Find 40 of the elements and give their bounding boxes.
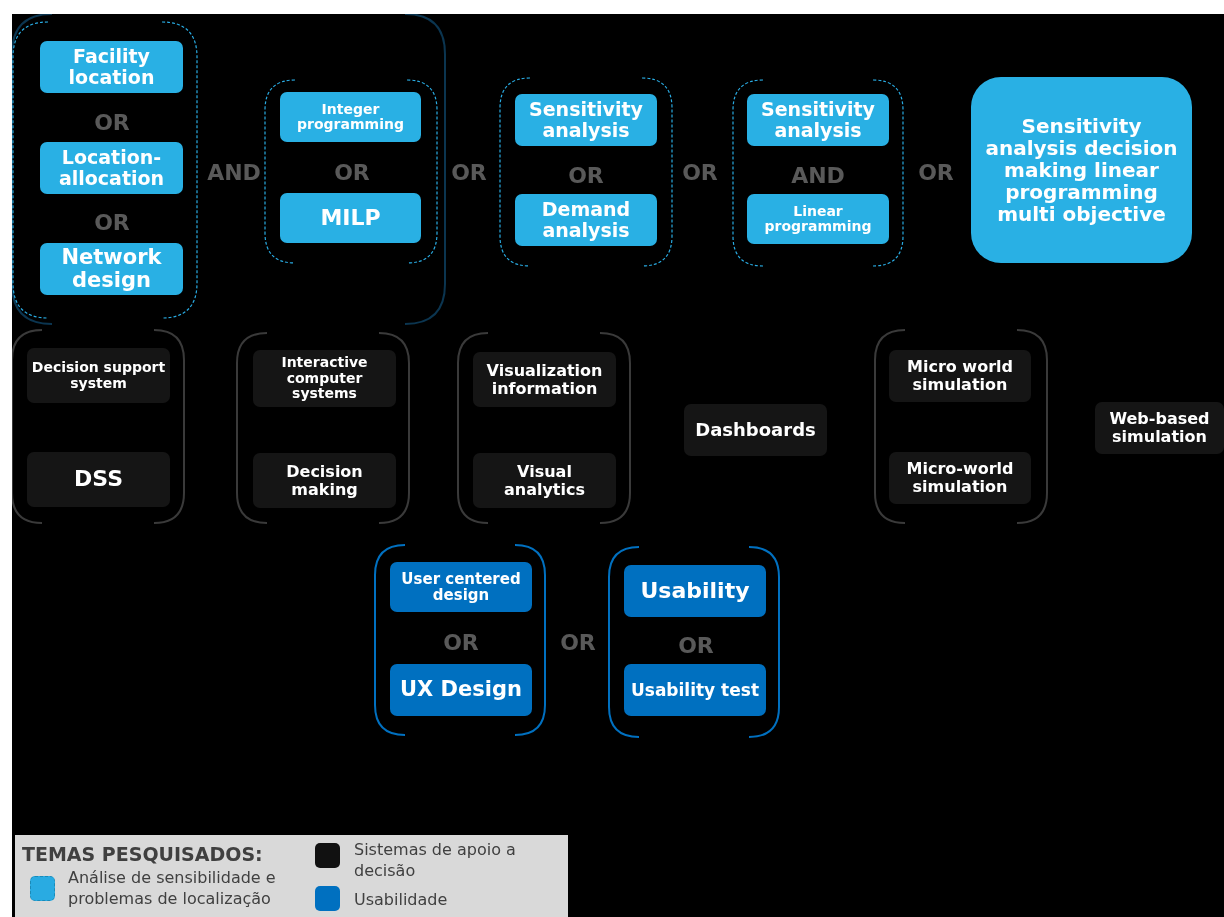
legend-text: Análise de sensibilidade e problemas de localização: [68, 868, 277, 910]
term-box: Decision support system: [27, 348, 170, 403]
legend-title: TEMAS PESQUISADOS:: [22, 842, 263, 867]
term-box: Integer programming: [280, 92, 421, 142]
operator-label: OR: [568, 162, 604, 188]
term-box: Micro-world simulation: [889, 452, 1031, 504]
operator-label: AND: [207, 159, 261, 185]
term-box: Usability: [624, 565, 766, 617]
term-box: Sensitivity analysis: [747, 94, 889, 146]
operator-label: OR: [918, 159, 954, 185]
term-box: Web-based simulation: [1095, 402, 1224, 454]
term-box: User centered design: [390, 562, 532, 612]
term-box: Visual analytics: [473, 453, 616, 508]
operator-label: OR: [678, 632, 714, 658]
operator-label: OR: [682, 159, 718, 185]
term-box: Micro world simulation: [889, 350, 1031, 402]
term-box: Network design: [40, 243, 183, 295]
term-box: DSS: [27, 452, 170, 507]
operator-label: OR: [94, 109, 130, 135]
term-box: Sensitivity analysis: [515, 94, 657, 146]
term-box: Dashboards: [684, 404, 827, 456]
term-box: UX Design: [390, 664, 532, 716]
legend-text: Usabilidade: [354, 890, 449, 911]
term-box: Demand analysis: [515, 194, 657, 246]
operator-label: OR: [94, 209, 130, 235]
term-box: Facility location: [40, 41, 183, 93]
term-box: Sensitivity analysis decision making linear programming multi objective: [971, 77, 1192, 263]
operator-label: AND: [791, 162, 845, 188]
term-box: Location-allocation: [40, 142, 183, 194]
term-box: MILP: [280, 193, 421, 243]
term-box: Decision making: [253, 453, 396, 508]
term-box: Visualization information: [473, 352, 616, 407]
operator-label: OR: [334, 159, 370, 185]
term-box: Linear programming: [747, 194, 889, 244]
operator-label: OR: [560, 629, 596, 655]
legend-text: Sistemas de apoio a decisão: [354, 840, 517, 882]
operator-label: OR: [451, 159, 487, 185]
term-box: Usability test: [624, 664, 766, 716]
operator-label: OR: [443, 629, 479, 655]
term-box: Interactive computer systems: [253, 350, 396, 407]
